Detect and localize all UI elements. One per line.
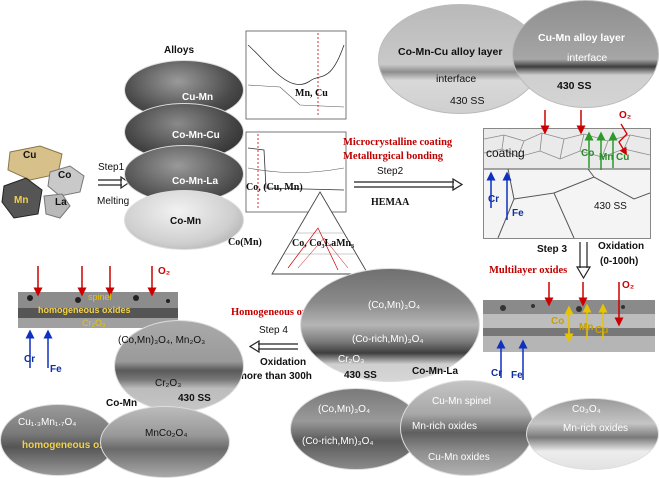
multilayer-o2-label: O₂ (622, 280, 635, 291)
sem-mid-right-l5: Co-Mn-La (412, 366, 459, 377)
homogeneous-oxides-label: homogeneous oxides (38, 305, 131, 315)
coating-diffusion-arrows (486, 110, 628, 220)
co-mn-phase-label: Co(Mn) (228, 237, 262, 248)
step2-arrow (354, 178, 464, 192)
melting-label: Melting (97, 196, 130, 207)
step1-label: Step1 (98, 162, 125, 173)
homogeneous-cr-label: Cr (24, 354, 36, 365)
coating-mn-label: Mn (599, 152, 614, 163)
raw-elements-illustration (1, 145, 85, 219)
sem-co-mn-oxide (114, 320, 244, 412)
step3-time-label: (0-100h) (600, 256, 639, 267)
co-mn-label: Co-Mn (170, 216, 202, 227)
cr2o3-label: Cr₂O₃ (82, 318, 106, 328)
multilayer-arrows (496, 282, 624, 380)
coating-schematic (483, 128, 651, 239)
ternary-label: Co, Co₃LaMn₃ (292, 238, 355, 249)
coating-co-label: Co (581, 148, 595, 159)
sem-mid-left-l3: 430 SS (178, 393, 211, 404)
sem-right-substrate-label: 430 SS (557, 80, 592, 92)
sem-mid-right-l3: Cr₂O₃ (338, 354, 365, 365)
sem-mid-left-l2: Cr₂O₃ (155, 378, 182, 389)
mn-label: Mn (14, 195, 29, 206)
sem-mid-right-l2: (Co-rich,Mn)₃O₄ (352, 334, 424, 345)
coating-substrate-label: 430 SS (594, 201, 627, 212)
step3-oxidation-label: Oxidation (598, 241, 645, 252)
hemaa-label: HEMAA (371, 197, 410, 208)
bottom-right-l1: Co₃O₄ (572, 404, 601, 415)
co-label: Co (58, 170, 72, 181)
step3-arrow (576, 242, 592, 280)
sem-mid-left-l1: (Co,Mn)₃O₄, Mn₂O₃ (118, 335, 206, 346)
multilayer-cr-label: Cr (491, 368, 503, 379)
bottom-left-l2: homogeneous oxides (22, 440, 125, 451)
multilayer-fe-label: Fe (511, 370, 523, 381)
bottom-left-l1: Cu₁.₃Mn₁.₇O₄ (18, 417, 77, 428)
multilayer-title: Multilayer oxides (489, 265, 568, 276)
la-chunk (43, 193, 71, 219)
homogeneous-arrows (25, 266, 157, 368)
homogeneous-title: Homogeneous oxides (231, 307, 325, 318)
bottom-mid-l3: Cu-Mn spinel (432, 396, 491, 407)
bottom-left-l3: MnCo₂O₄ (145, 428, 188, 439)
alloys-title: Alloys (164, 45, 195, 56)
coating-cr-label: Cr (488, 194, 500, 205)
mn-cu-label: Mn, Cu (295, 88, 328, 99)
coating-label: coating (486, 146, 525, 160)
ternary-phase-diagram (271, 191, 369, 275)
sem-mnco2o4 (100, 406, 230, 478)
bottom-mid-l4: Mn-rich oxides (412, 421, 478, 432)
multilayer-mn-label: Mn (579, 322, 594, 333)
sem-mid-right-l4: 430 SS (344, 370, 377, 381)
mn-chunk (1, 177, 43, 219)
spinel-label: spinel (88, 292, 112, 302)
step2-label: Step2 (377, 166, 404, 177)
sem-left-substrate-label: 430 SS (450, 95, 485, 107)
co-mn-la-label: Co-Mn-La (172, 176, 219, 187)
step4-time-label: more than 300h (238, 371, 312, 382)
coating-cu-label: Cu (616, 152, 630, 163)
sem-right-layer-label: Cu-Mn alloy layer (538, 32, 625, 44)
step4-oxidation-label: Oxidation (260, 357, 307, 368)
sem-mid-right-l1: (Co,Mn)₃O₄ (368, 300, 421, 311)
bottom-mid-l5: Cu-Mn oxides (428, 452, 490, 463)
cu-label: Cu (23, 150, 37, 161)
co-mn-ingot (124, 190, 244, 250)
bottom-mid-l2: (Co-rich,Mn)₃O₄ (302, 436, 374, 447)
bottom-left-title: Co-Mn (106, 398, 138, 409)
coating-o2-label: O₂ (619, 110, 632, 121)
step4-label: Step 4 (259, 325, 288, 336)
co-cu-mn-phase-diagram (245, 131, 347, 213)
coating-fe-label: Fe (512, 208, 524, 219)
cu-mn-label: Cu-Mn (182, 92, 214, 103)
step3-label: Step 3 (537, 244, 568, 255)
multilayer-co-label: Co (551, 316, 565, 327)
homogeneous-fe-label: Fe (50, 364, 62, 375)
sem-cu-mn-layer (512, 0, 659, 108)
bottom-mid-l1: (Co,Mn)₃O₄ (318, 404, 371, 415)
multilayer-cu-label: Cu (595, 325, 609, 336)
co-chunk (47, 165, 85, 197)
sem-co3o4 (526, 398, 659, 470)
sem-left-layer-label: Co-Mn-Cu alloy layer (398, 46, 503, 58)
coating-title-line1: Microcrystalline coating (343, 137, 453, 148)
co-mn-cu-label: Co-Mn-Cu (172, 130, 220, 141)
sem-right-interface-label: interface (567, 52, 608, 64)
step4-arrow (248, 340, 298, 354)
sem-left-interface-label: interface (436, 73, 477, 85)
homogeneous-schematic (18, 292, 178, 328)
homogeneous-o2-label: O₂ (158, 266, 171, 277)
sem-co-mn-la-oxide (300, 268, 480, 382)
co-cu-mn-label: Co, (Cu, Mn) (246, 182, 303, 193)
bottom-right-l2: Mn-rich oxides (563, 423, 629, 434)
coating-title-line2: Metallurgical bonding (343, 151, 444, 162)
mn-cu-phase-diagram (245, 30, 347, 120)
la-label: La (55, 197, 67, 208)
